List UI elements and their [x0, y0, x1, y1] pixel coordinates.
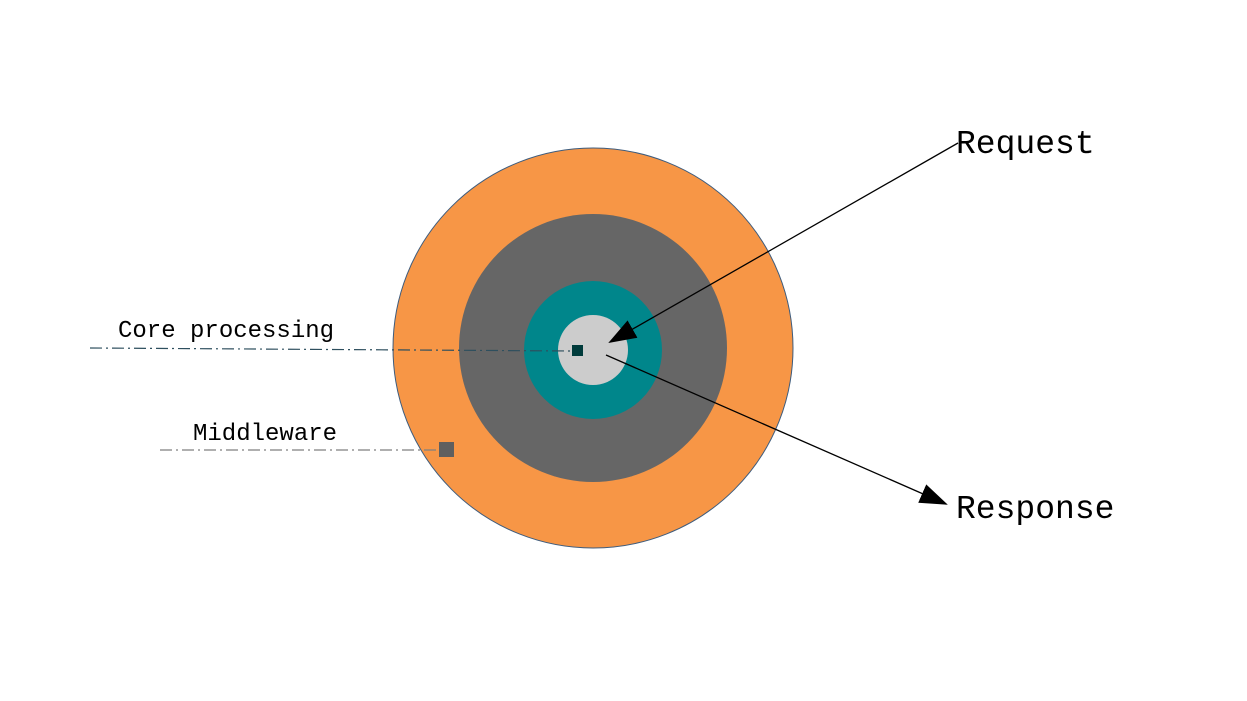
- core-processing-label: Core processing: [118, 318, 334, 345]
- core-processing-marker: [572, 345, 583, 356]
- middleware-label: Middleware: [193, 421, 337, 448]
- middleware-marker: [439, 442, 454, 457]
- response-label: Response: [956, 491, 1114, 528]
- core-circle: [558, 315, 628, 385]
- request-arrow: [608, 142, 959, 343]
- request-label: Request: [956, 126, 1095, 163]
- core-processing-leader-line: [89, 347, 575, 352]
- response-arrow: [605, 354, 948, 505]
